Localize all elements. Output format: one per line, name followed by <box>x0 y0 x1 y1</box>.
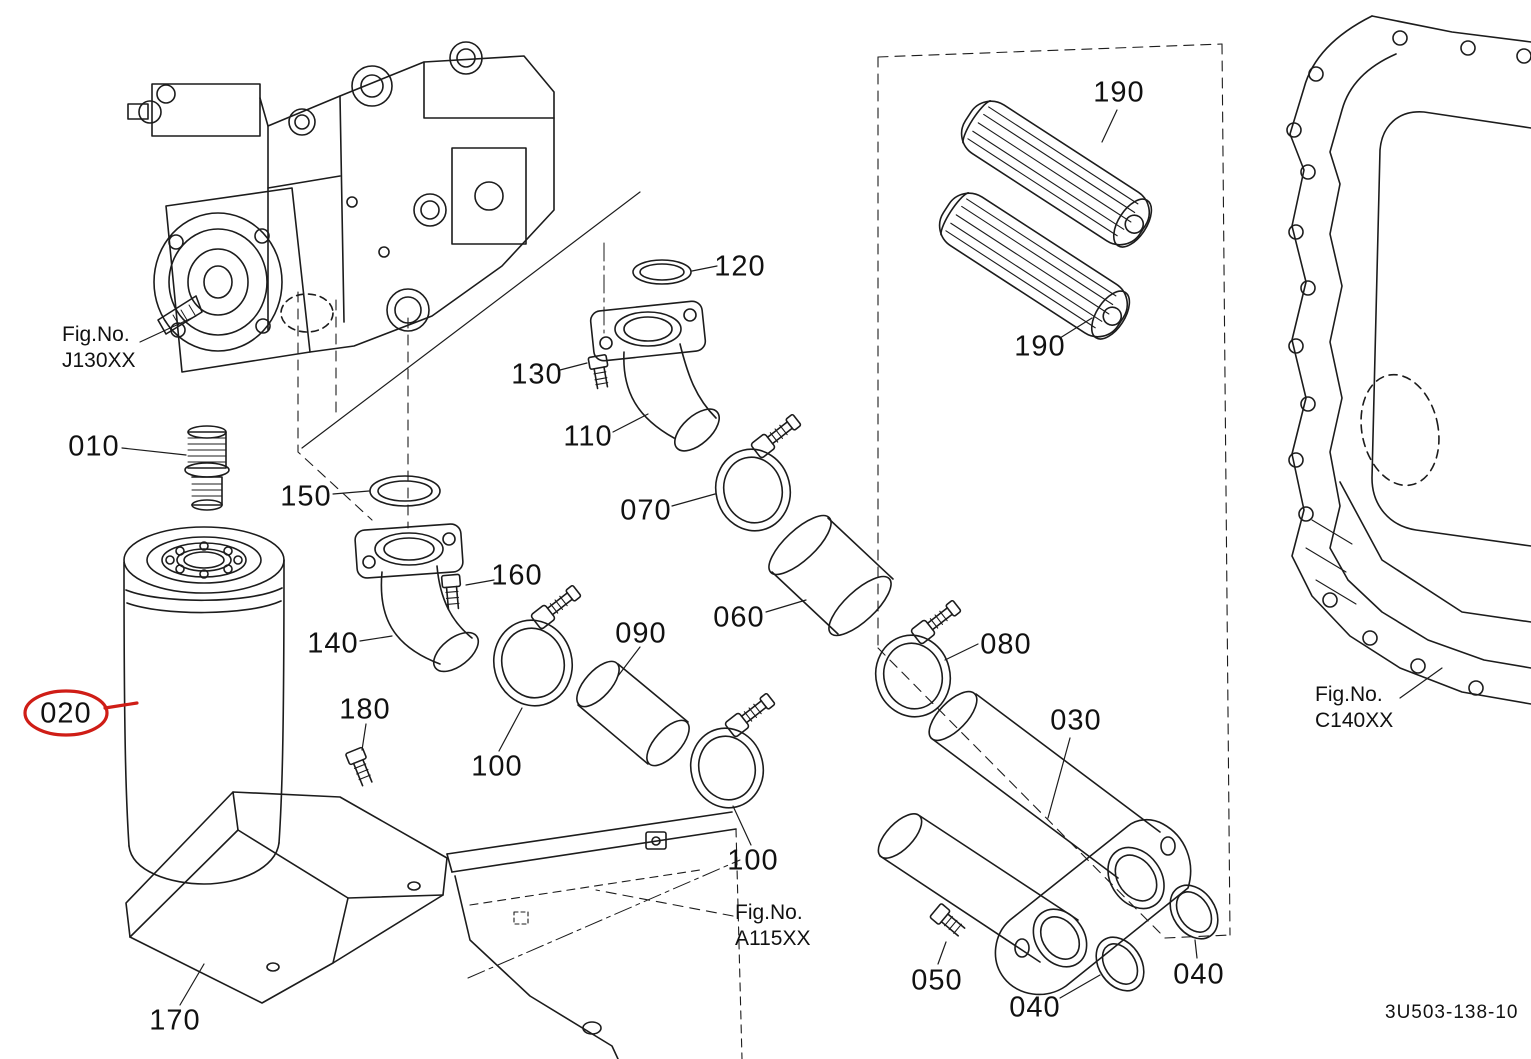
figref-c140xx-line1: Fig.No. <box>1315 683 1383 706</box>
bolt-130 <box>587 354 609 390</box>
figref-j130xx-line2: J130XX <box>62 349 136 373</box>
callout-070[interactable]: 070 <box>620 494 672 527</box>
bolt-050 <box>929 903 966 937</box>
hydraulic-pump-assembly <box>127 41 555 373</box>
center-lines <box>467 242 741 979</box>
callout-160[interactable]: 160 <box>491 559 543 592</box>
filter-element-190-lower <box>938 192 1131 340</box>
callout-150[interactable]: 150 <box>280 480 332 513</box>
drawing-number: 3U503-138-10 <box>1385 1002 1519 1023</box>
suction-pipe-030 <box>877 690 1192 996</box>
filter-nipple-010 <box>184 425 230 511</box>
callout-170[interactable]: 170 <box>149 1004 201 1037</box>
callout-190-upper[interactable]: 190 <box>1093 76 1145 109</box>
callout-190-lower[interactable]: 190 <box>1014 330 1066 363</box>
hose-clamp-070 <box>714 414 802 532</box>
callout-030[interactable]: 030 <box>1050 704 1102 737</box>
figref-j130xx-line1: Fig.No. <box>62 323 130 346</box>
filter-element-190-upper <box>960 100 1153 248</box>
callout-040-right[interactable]: 040 <box>1173 958 1225 991</box>
oring-120 <box>632 259 692 285</box>
figref-a115xx-line1: Fig.No. <box>735 901 803 924</box>
callout-020-highlighted[interactable]: 020 <box>40 697 92 730</box>
figref-c140xx-line2: C140XX <box>1315 709 1394 733</box>
frame-a115 <box>446 811 743 1059</box>
leader-lines <box>121 109 1443 1006</box>
figref-c140xx[interactable]: Fig.No. C140XX <box>1315 682 1393 735</box>
callout-120[interactable]: 120 <box>714 250 766 283</box>
bolt-180 <box>345 746 373 787</box>
callout-060[interactable]: 060 <box>713 601 765 634</box>
filter-guard-bracket-170 <box>125 791 448 1004</box>
elbow-flange-140 <box>354 523 480 673</box>
callout-090[interactable]: 090 <box>615 617 667 650</box>
elbow-flange-110 <box>589 300 720 452</box>
hose-clamp-080 <box>874 600 962 718</box>
callout-050[interactable]: 050 <box>911 964 963 997</box>
hose-060 <box>768 514 894 637</box>
oring-040-bottom <box>1095 936 1145 992</box>
callout-110[interactable]: 110 <box>563 420 613 453</box>
callout-130[interactable]: 130 <box>511 358 563 391</box>
highlight-020 <box>23 689 139 737</box>
callout-180[interactable]: 180 <box>339 693 391 726</box>
bolt-160 <box>440 573 462 611</box>
pipe-connector-090 <box>576 660 690 767</box>
callout-080[interactable]: 080 <box>980 628 1032 661</box>
callout-100-right[interactable]: 100 <box>727 844 779 877</box>
figref-a115xx-line2: A115XX <box>735 927 811 951</box>
oring-040-right <box>1169 884 1219 940</box>
callout-140[interactable]: 140 <box>307 627 359 660</box>
oring-150 <box>369 475 441 507</box>
oil-filter-cartridge-020 <box>123 526 285 885</box>
figref-a115xx[interactable]: Fig.No. A115XX <box>735 900 811 953</box>
figref-j130xx[interactable]: Fig.No. J130XX <box>62 322 136 375</box>
callout-010[interactable]: 010 <box>68 430 120 463</box>
callout-100-left[interactable]: 100 <box>471 750 523 783</box>
hose-clamp-100-left <box>492 585 582 707</box>
construction-lines <box>297 43 1231 939</box>
hose-clamp-100-right <box>689 693 776 809</box>
callout-040-bottom[interactable]: 040 <box>1009 991 1061 1024</box>
transmission-case <box>1286 15 1531 705</box>
